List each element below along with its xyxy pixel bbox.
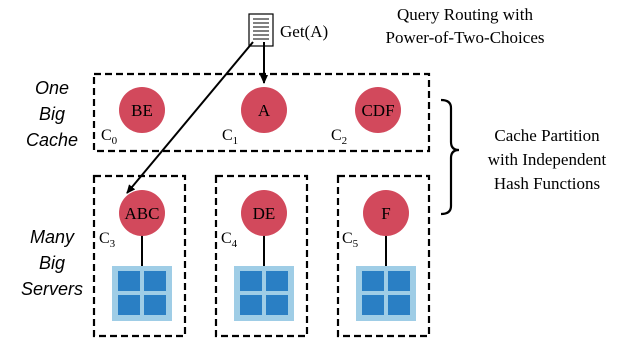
cache-node-circle bbox=[355, 87, 401, 133]
document-icon bbox=[248, 13, 274, 47]
node-id: C2 bbox=[331, 127, 347, 147]
node-id: C5 bbox=[342, 230, 359, 250]
server-node: F C5 bbox=[342, 190, 409, 250]
cache-box bbox=[92, 72, 431, 153]
server-grid-icon bbox=[234, 266, 294, 321]
node-keys: F bbox=[381, 204, 390, 223]
server-grid-icon bbox=[112, 266, 172, 321]
cache-node: BE C0 bbox=[101, 87, 165, 147]
cache-label-line: Cache bbox=[26, 130, 78, 150]
partition-note-line: Cache Partition bbox=[494, 126, 600, 145]
partition-bracket bbox=[440, 98, 460, 216]
server-node: DE C4 bbox=[221, 190, 287, 250]
server-box bbox=[336, 174, 431, 338]
server-node-circle bbox=[119, 190, 165, 236]
node-keys: BE bbox=[131, 101, 153, 120]
query-label: Get(A) bbox=[280, 22, 328, 41]
node-keys: A bbox=[258, 101, 271, 120]
server-label-line: Many bbox=[30, 227, 75, 247]
node-id: C1 bbox=[222, 127, 238, 147]
server-layer-label: Many Big Servers bbox=[21, 227, 83, 299]
server-node-circle bbox=[241, 190, 287, 236]
node-id: C4 bbox=[221, 230, 238, 250]
server-node-circle bbox=[363, 190, 409, 236]
cache-node-circle bbox=[241, 87, 287, 133]
cache-layer-label: One Big Cache bbox=[26, 78, 78, 150]
server-box bbox=[92, 174, 187, 338]
node-keys: DE bbox=[253, 204, 276, 223]
partition-note-line: with Independent bbox=[488, 150, 607, 169]
server-box bbox=[214, 174, 309, 338]
node-id: C3 bbox=[99, 230, 116, 250]
cache-node: A C1 bbox=[222, 87, 287, 147]
route-arrow-to-c3 bbox=[126, 41, 254, 194]
cache-node-circle bbox=[119, 87, 165, 133]
partition-note: Cache Partition with Independent Hash Fu… bbox=[488, 126, 607, 193]
server-label-line: Big bbox=[39, 253, 65, 273]
partition-note-line: Hash Functions bbox=[494, 174, 600, 193]
cache-label-line: Big bbox=[39, 104, 65, 124]
routing-caption-line2: Power-of-Two-Choices bbox=[386, 28, 545, 47]
node-id: C0 bbox=[101, 127, 118, 147]
node-keys: ABC bbox=[125, 204, 160, 223]
cache-label-line: One bbox=[35, 78, 69, 98]
cache-node: CDF C2 bbox=[331, 87, 401, 147]
server-grid-icon bbox=[356, 266, 416, 321]
server-label-line: Servers bbox=[21, 279, 83, 299]
server-node: ABC C3 bbox=[99, 190, 165, 250]
node-keys: CDF bbox=[361, 101, 394, 120]
routing-caption-line1: Query Routing with bbox=[397, 5, 533, 24]
